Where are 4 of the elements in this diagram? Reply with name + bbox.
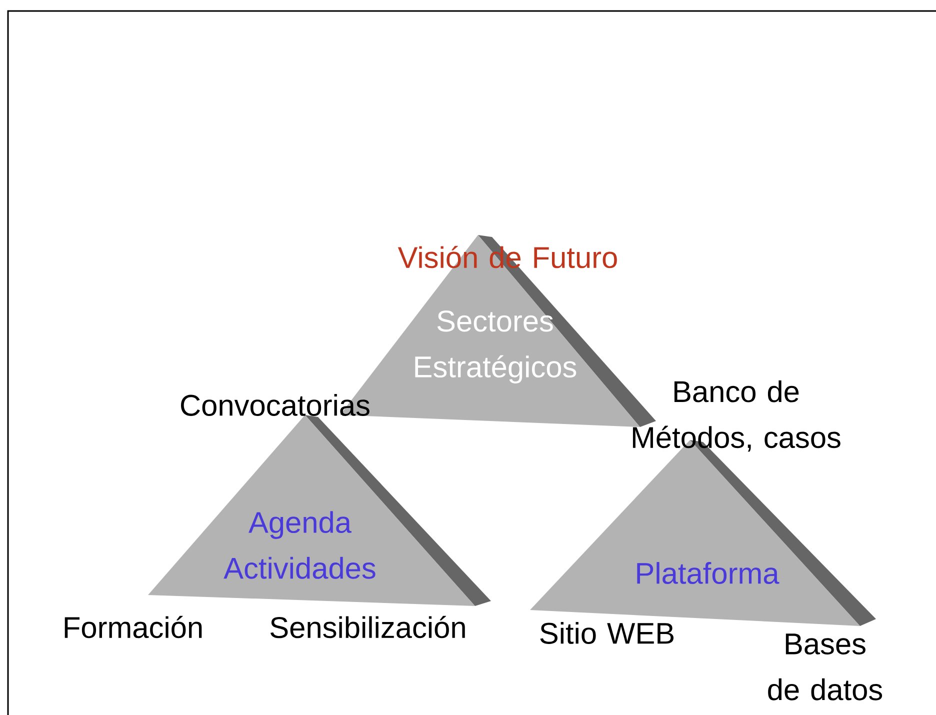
- corner-label: Sensibilización: [270, 616, 465, 638]
- triangle: Agenda Actividades: [148, 415, 491, 606]
- corner-label: Visión de Futuro: [398, 246, 617, 268]
- corner-label: Formación: [64, 616, 202, 638]
